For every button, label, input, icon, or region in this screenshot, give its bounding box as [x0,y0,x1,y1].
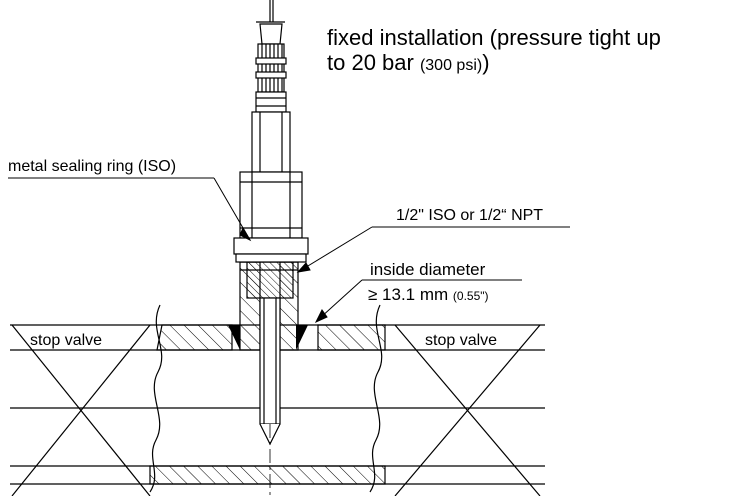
stop-valve-right-label: stop valve [425,332,497,349]
pipe-upper-wall-left [156,324,233,351]
pipe [10,304,545,496]
title-line-2: to 20 bar (300 psi)) [327,50,490,75]
sealing-ring-label: metal sealing ring (ISO) [8,158,176,175]
stop-valve-left-symbol [11,324,151,496]
title-line-1: fixed installation (pressure tight up [327,25,661,50]
inside-diameter-label: inside diameter [370,260,486,279]
weld-left [228,325,240,350]
pipe-upper-wall-right [317,324,386,351]
thread-label: 1/2" ISO or 1/2“ NPT [396,207,543,224]
diameter-value-small: (0.55") [453,289,489,303]
pipe-lower-wall [149,465,386,485]
title-line-2-small: (300 psi) [420,57,482,74]
stop-valve-right-symbol [394,324,541,496]
title-line-2-main: to 20 bar [327,50,420,75]
weld-right [296,325,308,350]
diameter-value-main: ≥ 13.1 mm [368,285,453,304]
leader-lines [8,177,570,324]
left-break-line [149,304,163,493]
right-break-line [369,304,383,493]
stop-valve-left-label: stop valve [30,332,102,349]
sensor-probe [233,0,309,446]
diameter-value-label: ≥ 13.1 mm (0.55") [368,285,489,304]
title-line-2-end: ) [482,50,489,75]
